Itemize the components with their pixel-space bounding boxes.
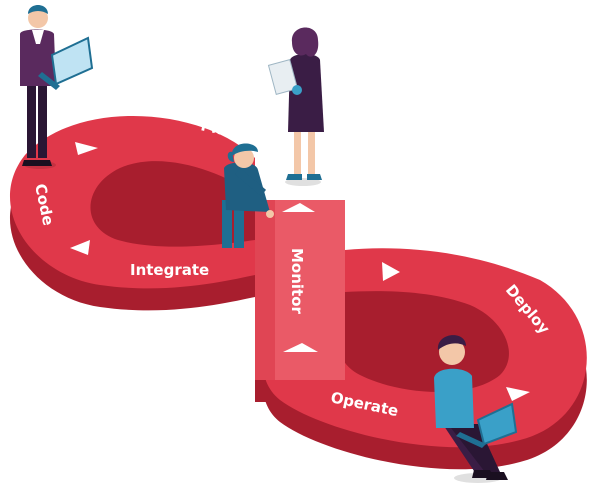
stage-label-integrate: Integrate bbox=[130, 261, 209, 279]
arrow-icon bbox=[282, 203, 315, 212]
arrow-icon bbox=[506, 387, 530, 401]
document-icon bbox=[267, 59, 302, 95]
arrow-icon bbox=[283, 343, 318, 352]
integrator-figure bbox=[222, 143, 274, 248]
laptop-icon bbox=[456, 402, 518, 448]
developer-figure bbox=[20, 5, 94, 169]
ribbon-left-loop bbox=[9, 115, 256, 289]
arrow-icon bbox=[75, 142, 98, 155]
laptop-icon bbox=[38, 36, 94, 90]
arrow-icon bbox=[70, 240, 90, 255]
ribbon-center-strip bbox=[255, 200, 345, 380]
flow-arrows bbox=[70, 142, 530, 401]
ribbon-right-loop bbox=[263, 248, 587, 448]
planner-figure bbox=[267, 27, 324, 186]
arrow-icon bbox=[382, 262, 400, 281]
operator-figure bbox=[434, 335, 518, 483]
stage-label-monitor: Monitor bbox=[288, 248, 306, 315]
